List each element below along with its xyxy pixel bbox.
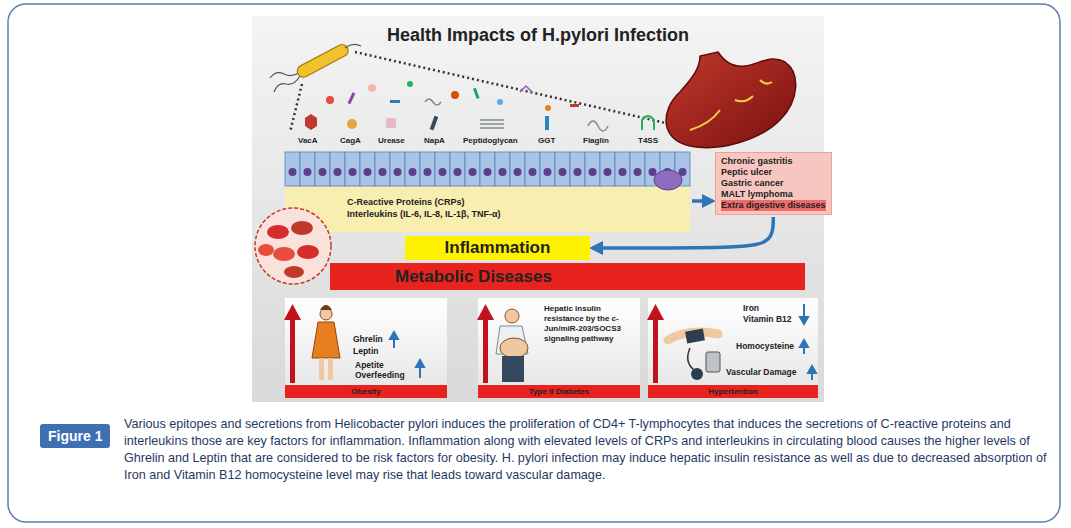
molecule-label: CagA [340,136,361,145]
frame [8,4,1060,522]
molecule-icons [305,114,654,131]
mucosa-cell [555,152,570,186]
secretions [326,81,579,111]
dotted-spread-line [290,84,302,132]
mucosa-cell [390,152,405,186]
node-text: Hepatic insulin resistance by the c-Jun/… [544,304,638,344]
node-text: Peptic ulcer [721,167,826,178]
node-text: Apetite Overfeeding [355,360,415,380]
mucosa-cell [375,152,390,186]
mucosa-cell [345,152,360,186]
node-text: Ghrelin [353,334,383,344]
node-text: Leptin [353,346,379,356]
hypertension-panel: IronVitamin B12HomocysteineVascular Dama… [648,298,818,398]
woman-figure [312,305,340,380]
figure-caption: Various epitopes and secretions from Hel… [124,416,1050,484]
mucosa-cell [285,152,300,186]
node-text: Obesity [285,385,447,398]
immune-cell [654,170,682,190]
flow-arrow [592,217,773,248]
node-text: Metabolic Diseases [395,263,805,290]
node-text: Interleukins (IL-6, IL-8, IL-1β, TNF-α) [347,208,684,220]
molecule-label: Urease [378,136,405,145]
mucosa-cell [465,152,480,186]
molecule-label: Peptidoglycan [463,136,518,145]
man-figure [496,309,528,382]
panel-ground [478,298,640,398]
flow-arrow [692,199,713,203]
level-arrows [390,304,816,380]
panel-ground [648,298,818,398]
metabolic-band: Metabolic Diseases [330,263,805,290]
mucosa-cell [525,152,540,186]
disease-bar: Hypertention [648,385,818,398]
risk-arrows [284,304,664,383]
molecule-label: Flaglin [583,136,609,145]
node-text: C-Reactive Proteins (CRPs) [347,196,684,208]
obesity-panel: GhrelinLeptinApetite OverfeedingObesity [285,298,447,398]
mucosa-cell [405,152,420,186]
mucosa-cell [360,152,375,186]
mucosa-cell [420,152,435,186]
lamina-band [285,187,690,232]
figure-badge: Figure 1 [40,424,110,448]
mucosa-cell [630,152,645,186]
mucosa-cell [570,152,585,186]
blood-vessel [255,208,331,284]
mucosa-cell [450,152,465,186]
disease-box: Chronic gastritisPeptic ulcerGastric can… [715,152,832,215]
node-text: Inflammation [405,236,590,260]
node-text: Vascular Damage [726,367,796,377]
cytokine-band: C-Reactive Proteins (CRPs)Interleukins (… [285,187,690,232]
molecule-label: VacA [298,136,318,145]
node-text: Vitamin B12 [743,314,792,324]
bacterium [270,42,361,92]
mucosa-cells [285,152,690,186]
mucosa-cell [300,152,315,186]
mucosa-cell [585,152,600,186]
node-text: Gastric cancer [721,178,826,189]
molecule-label: T4SS [638,136,658,145]
figure-title: Health Impacts of H.pylori Infection [252,25,824,46]
node-text: MALT lymphoma [721,189,826,200]
dotted-spread-line [355,52,705,132]
disease-bar: Type II Diabetes [478,385,640,398]
node-text: Chronic gastritis [721,156,826,167]
molecule-label: GGT [538,136,555,145]
molecule-label: NapA [424,136,445,145]
mucosa-cell [540,152,555,186]
node-text: Extra digestive diseases [721,200,826,211]
blood-pressure-figure [668,329,720,380]
node-text: Homocysteine [736,341,794,351]
panel-ground [285,298,447,398]
node-text: Hypertention [648,385,818,398]
node-text: Iron [743,303,759,313]
mucosa-cell [615,152,630,186]
mucosa-cell [330,152,345,186]
disease-bar: Obesity [285,385,447,398]
mucosa-cell [480,152,495,186]
node-text: Type II Diabetes [478,385,640,398]
stomach [666,52,796,148]
mucosa-cell [315,152,330,186]
mucosa-cell [495,152,510,186]
inflammation-box: Inflammation [405,236,590,260]
mucosa-cell [510,152,525,186]
diabetes-panel: Hepatic insulin resistance by the c-Jun/… [478,298,640,398]
mucosa-cell [600,152,615,186]
mucosa-cell [435,152,450,186]
